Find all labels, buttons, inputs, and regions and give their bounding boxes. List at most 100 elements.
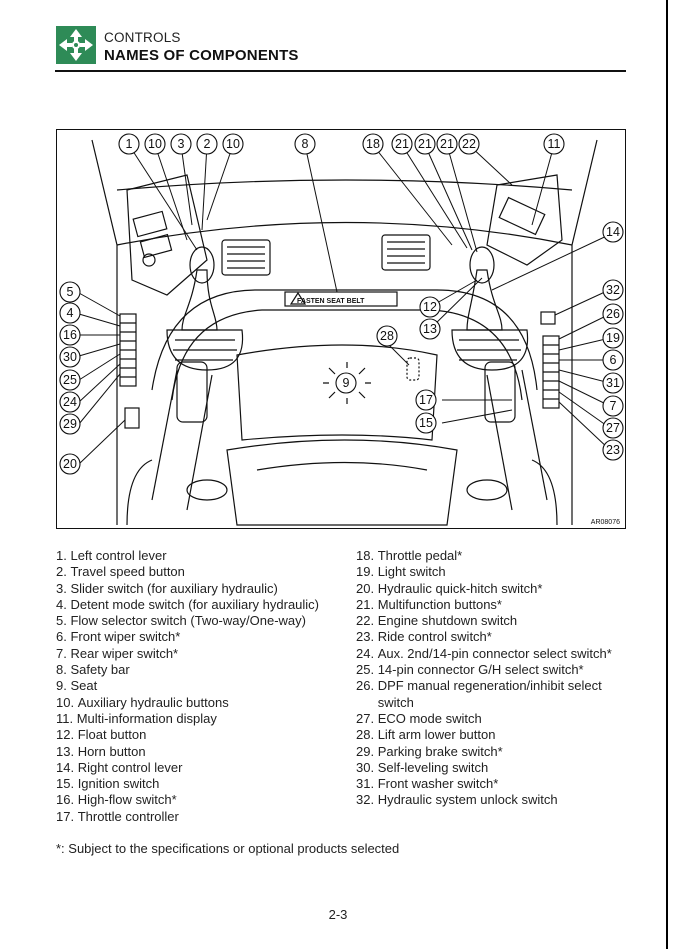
- svg-text:4: 4: [67, 306, 74, 320]
- legend-item: 11. Multi-information display: [56, 710, 217, 726]
- callout-28: 28: [376, 325, 398, 347]
- legend-item: 27. ECO mode switch: [356, 710, 482, 726]
- legend-item: 3. Slider switch (for auxiliary hydrauli…: [56, 580, 278, 596]
- callout-25: 25: [59, 369, 81, 391]
- callout-8: 8: [294, 133, 316, 155]
- legend-item: 24. Aux. 2nd/14-pin connector select swi…: [356, 645, 612, 661]
- svg-text:21: 21: [440, 137, 454, 151]
- callout-32: 32: [602, 279, 624, 301]
- page-edge-line: [666, 0, 668, 949]
- controls-arrows-icon: [56, 26, 96, 64]
- svg-text:19: 19: [606, 331, 620, 345]
- legend-item: 1. Left control lever: [56, 548, 167, 563]
- legend-item: 26. DPF manual regeneration/inhibit sele…: [356, 678, 602, 710]
- legend-item: 7. Rear wiper switch*: [56, 645, 179, 661]
- callout-24: 24: [59, 391, 81, 413]
- callout-13: 13: [419, 318, 441, 340]
- legend-item: 13. Horn button: [56, 743, 146, 759]
- legend-item: 20. Hydraulic quick-hitch switch*: [356, 580, 543, 596]
- svg-text:9: 9: [343, 376, 350, 390]
- page-title: NAMES OF COMPONENTS: [104, 47, 299, 64]
- svg-text:30: 30: [63, 350, 77, 364]
- legend-item: 4. Detent mode switch (for auxiliary hyd…: [56, 596, 320, 612]
- callout-20: 20: [59, 453, 81, 475]
- svg-text:21: 21: [395, 137, 409, 151]
- svg-text:7: 7: [610, 399, 617, 413]
- callout-1: 1: [118, 133, 140, 155]
- legend-item: 29. Parking brake switch*: [356, 743, 503, 759]
- svg-text:8: 8: [302, 137, 309, 151]
- legend-item: 6. Front wiper switch*: [56, 629, 181, 645]
- callout-3: 3: [170, 133, 192, 155]
- legend-item: 25. 14-pin connector G/H select switch*: [356, 662, 584, 678]
- callout-26: 26: [602, 303, 624, 325]
- svg-text:22: 22: [462, 137, 476, 151]
- svg-text:28: 28: [380, 329, 394, 343]
- legend-item: 28. Lift arm lower button: [356, 727, 496, 743]
- svg-text:17: 17: [419, 393, 433, 407]
- legend-item: 32. Hydraulic system unlock switch: [356, 792, 558, 808]
- callout-21c: 21: [436, 133, 458, 155]
- legend-item: 15. Ignition switch: [56, 776, 160, 792]
- legend-right-column: 18. Throttle pedal* 19. Light switch 20.…: [356, 548, 631, 809]
- legend-item: 14. Right control lever: [56, 759, 183, 775]
- svg-text:29: 29: [63, 417, 77, 431]
- legend-item: 31. Front washer switch*: [356, 776, 499, 792]
- svg-text:26: 26: [606, 307, 620, 321]
- legend-item: 2. Travel speed button: [56, 564, 185, 580]
- callout-19: 19: [602, 327, 624, 349]
- svg-text:1: 1: [126, 137, 133, 151]
- svg-text:14: 14: [606, 225, 620, 239]
- callout-2: 2: [196, 133, 218, 155]
- legend-item: 30. Self-leveling switch: [356, 759, 489, 775]
- callout-10: 10: [144, 133, 166, 155]
- callout-12: 12: [419, 296, 441, 318]
- callout-7: 7: [602, 395, 624, 417]
- svg-text:13: 13: [423, 322, 437, 336]
- svg-text:27: 27: [606, 421, 620, 435]
- callout-21b: 21: [414, 133, 436, 155]
- page-number: 2-3: [328, 907, 348, 922]
- callout-29: 29: [59, 413, 81, 435]
- svg-text:2: 2: [204, 137, 211, 151]
- svg-text:16: 16: [63, 328, 77, 342]
- svg-text:3: 3: [178, 137, 185, 151]
- callout-31: 31: [602, 372, 624, 394]
- legend-item: 16. High-flow switch*: [56, 792, 177, 808]
- svg-text:5: 5: [67, 285, 74, 299]
- legend-item: 17. Throttle controller: [56, 808, 179, 824]
- callout-4: 4: [59, 302, 81, 324]
- legend-item: 18. Throttle pedal*: [356, 548, 463, 563]
- callout-9: 9: [335, 372, 357, 394]
- svg-text:15: 15: [419, 416, 433, 430]
- svg-text:10: 10: [226, 137, 240, 151]
- legend-item: 10. Auxiliary hydraulic buttons: [56, 694, 229, 710]
- callout-10b: 10: [222, 133, 244, 155]
- header-divider: [55, 70, 626, 72]
- seat-belt-decal: FASTEN SEAT BELT: [297, 298, 365, 305]
- svg-text:10: 10: [148, 137, 162, 151]
- section-label: CONTROLS: [104, 30, 181, 45]
- legend-item: 8. Safety bar: [56, 662, 130, 678]
- svg-text:12: 12: [423, 300, 437, 314]
- svg-text:25: 25: [63, 373, 77, 387]
- callout-5: 5: [59, 281, 81, 303]
- callout-15: 15: [415, 412, 437, 434]
- callout-17: 17: [415, 389, 437, 411]
- svg-text:21: 21: [418, 137, 432, 151]
- callout-6: 6: [602, 349, 624, 371]
- svg-text:23: 23: [606, 443, 620, 457]
- legend-item: 23. Ride control switch*: [356, 629, 492, 645]
- callout-14: 14: [602, 221, 624, 243]
- callout-23: 23: [602, 439, 624, 461]
- callout-16: 16: [59, 324, 81, 346]
- legend-left-column: 1. Left control lever 2. Travel speed bu…: [56, 548, 346, 825]
- callout-27: 27: [602, 417, 624, 439]
- callout-11: 11: [543, 133, 565, 155]
- svg-text:6: 6: [610, 353, 617, 367]
- callout-22: 22: [458, 133, 480, 155]
- svg-text:18: 18: [366, 137, 380, 151]
- figure-code: AR08076: [589, 519, 621, 526]
- cab-illustration: 1 10 3 2 10 8 18 21 21 21 22 11 14 5 4 1…: [59, 133, 624, 526]
- svg-text:24: 24: [63, 395, 77, 409]
